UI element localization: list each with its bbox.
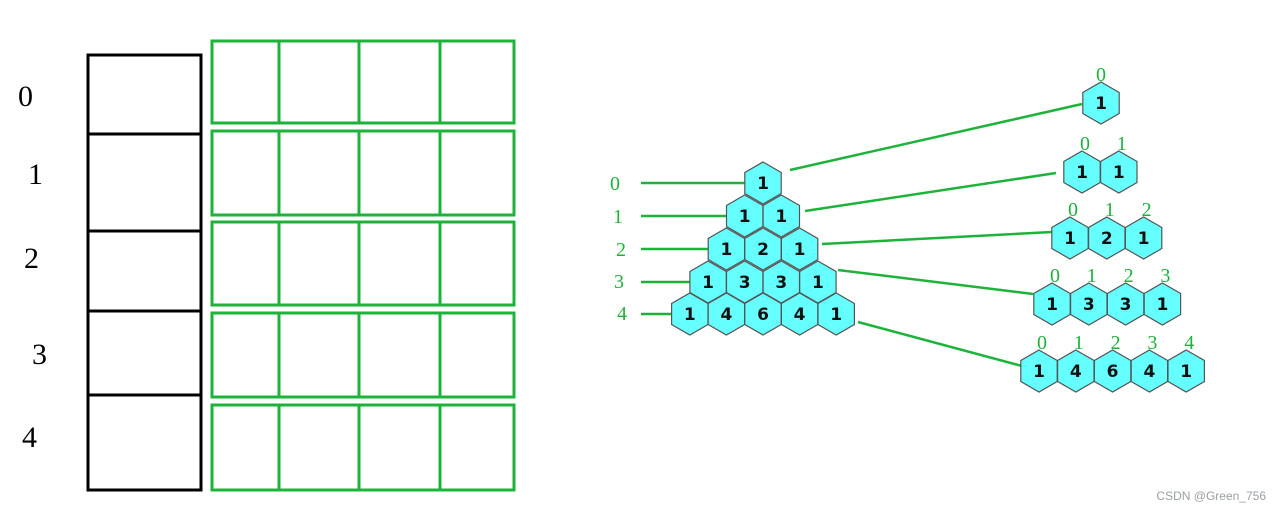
triangle-hex [817, 292, 856, 336]
row-hex-value: 4 [1143, 362, 1155, 382]
row-hex-value: 2 [1101, 229, 1113, 249]
row-index-label: 0 [18, 80, 33, 113]
row-hex-value: 3 [1120, 295, 1132, 315]
triangle-row-label: 0 [610, 173, 620, 195]
column-index-label: 1 [1074, 332, 1084, 354]
triangle-hex-value: 6 [757, 305, 769, 325]
triangle-hex-value: 1 [757, 174, 769, 194]
array-cell [86, 393, 203, 492]
column-index-label: 3 [1160, 265, 1170, 287]
row-array [210, 220, 516, 307]
triangle-hex-value: 2 [757, 240, 769, 260]
column-index-label: 0 [1037, 332, 1047, 354]
row-hex-value: 1 [1138, 229, 1150, 249]
triangle-hex [744, 161, 782, 205]
row-hex-value: 1 [1046, 295, 1058, 315]
triangle-hex-value: 1 [794, 240, 806, 260]
triangle-hex-value: 1 [739, 207, 751, 227]
triangle-hex-value: 1 [702, 273, 714, 293]
row-hex-value: 1 [1095, 94, 1107, 114]
array-cell [86, 229, 203, 313]
row-hex [1124, 216, 1163, 260]
triangle-row-label: 2 [616, 239, 626, 261]
triangle-hex [780, 227, 819, 271]
row-hex [1082, 81, 1120, 125]
connector-line [837, 268, 1034, 296]
row-array [210, 39, 516, 125]
row-hex-value: 1 [1156, 295, 1168, 315]
array-cell [86, 132, 203, 233]
row-index-label: 2 [24, 242, 39, 275]
column-index-label: 0 [1080, 133, 1090, 155]
connector-line [857, 320, 1023, 368]
triangle-row-label: 3 [614, 271, 624, 293]
column-index-label: 0 [1096, 64, 1106, 86]
triangle-row-label: 1 [613, 206, 623, 228]
column-index-label: 0 [1068, 199, 1078, 221]
triangle-hex-value: 3 [775, 273, 787, 293]
watermark: CSDN @Green_756 [1156, 489, 1266, 503]
triangle-hex-value: 3 [739, 273, 751, 293]
column-index-label: 2 [1142, 199, 1152, 221]
row-index-label: 1 [28, 158, 43, 191]
triangle-hex-value: 4 [720, 305, 732, 325]
column-index-label: 1 [1117, 133, 1127, 155]
triangle-hex-value: 1 [775, 207, 787, 227]
row-hex-value: 1 [1033, 362, 1045, 382]
row-array [210, 403, 516, 492]
row-hex-value: 1 [1076, 163, 1088, 183]
row-hex-value: 4 [1070, 362, 1082, 382]
row-hex-value: 1 [1064, 229, 1076, 249]
row-hex [1099, 150, 1138, 194]
row-hex-value: 6 [1107, 362, 1119, 382]
column-index-label: 2 [1111, 332, 1121, 354]
column-index-label: 3 [1147, 332, 1157, 354]
column-index-label: 4 [1184, 332, 1194, 354]
row-array [210, 311, 516, 399]
triangle-hex-value: 1 [684, 305, 696, 325]
triangle-hex [762, 194, 801, 238]
row-hex [1167, 349, 1206, 393]
row-hex [1143, 282, 1182, 326]
connector-line [821, 230, 1053, 246]
column-index-label: 1 [1087, 265, 1097, 287]
row-hex-value: 1 [1113, 163, 1125, 183]
row-hex-value: 1 [1180, 362, 1192, 382]
column-index-label: 0 [1050, 265, 1060, 287]
row-array [210, 129, 516, 217]
triangle-hex-value: 1 [830, 305, 842, 325]
triangle-hex-value: 1 [812, 273, 824, 293]
row-index-label: 3 [32, 338, 47, 371]
row-index-label: 4 [22, 421, 37, 454]
column-index-label: 1 [1105, 199, 1115, 221]
array-cell [86, 53, 203, 136]
triangle-hex-value: 4 [794, 305, 806, 325]
column-index-label: 2 [1124, 265, 1134, 287]
triangle-row-label: 4 [617, 303, 627, 325]
connector-line [804, 171, 1057, 213]
array-cell [86, 309, 203, 397]
triangle-hex-value: 1 [720, 240, 732, 260]
connector-line [789, 102, 1083, 172]
row-hex-value: 3 [1083, 295, 1095, 315]
